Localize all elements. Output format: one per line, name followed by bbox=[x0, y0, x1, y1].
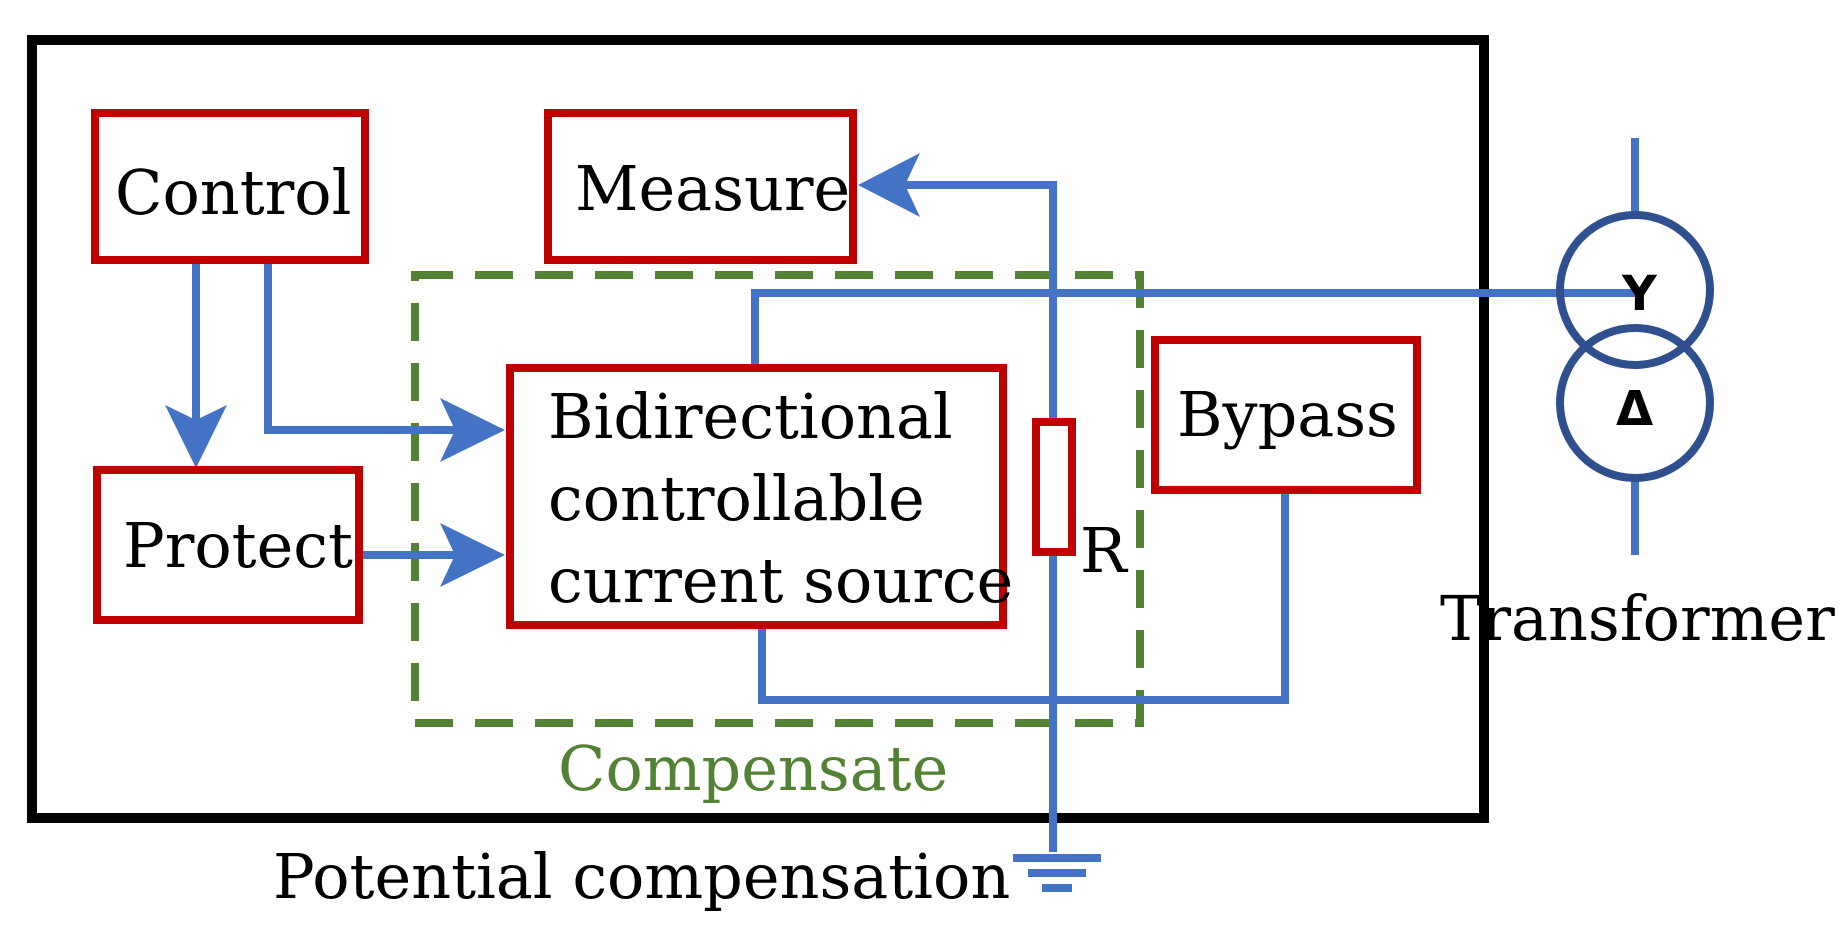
compensate-group-border bbox=[411, 271, 1144, 727]
arrowhead-control-to-source bbox=[440, 398, 505, 462]
measure-block bbox=[544, 109, 857, 264]
bypass-block bbox=[1151, 336, 1421, 494]
wire-control-to-source bbox=[264, 264, 460, 434]
protect-block bbox=[93, 466, 363, 624]
transformer-wye-winding bbox=[1556, 211, 1714, 369]
wye-symbol: Y bbox=[1621, 266, 1658, 322]
protect-label: Protect bbox=[123, 509, 353, 582]
current-source-label-line1: Bidirectional bbox=[548, 380, 953, 453]
bypass-label: Bypass bbox=[1177, 378, 1398, 451]
resistor-label: R bbox=[1080, 514, 1129, 587]
control-label: Control bbox=[115, 156, 351, 229]
compensate-label: Compensate bbox=[558, 732, 948, 805]
wires bbox=[165, 138, 1639, 852]
arrowhead-to-measure bbox=[858, 153, 920, 217]
transformer-delta-winding bbox=[1556, 324, 1714, 482]
resistor-symbol bbox=[1032, 418, 1076, 556]
arrowhead-control-to-protect bbox=[165, 405, 227, 468]
current-source-label-line2: controllable bbox=[548, 462, 925, 535]
arrowhead-protect-to-source bbox=[440, 523, 505, 587]
wire-source-to-bypass bbox=[758, 493, 1289, 704]
wire-source-to-transformer bbox=[751, 289, 1635, 368]
current-source-block bbox=[506, 364, 1007, 629]
system-frame bbox=[27, 35, 1489, 823]
current-source-label-line3: current source bbox=[548, 544, 1013, 617]
potential-compensation-label: Potential compensation bbox=[273, 840, 1010, 913]
control-block bbox=[91, 109, 369, 264]
wire-measure-feed bbox=[900, 181, 1057, 420]
transformer-icon bbox=[1556, 211, 1714, 482]
delta-symbol: Δ bbox=[1616, 381, 1653, 437]
measure-label: Measure bbox=[575, 152, 850, 225]
ground-icon bbox=[1013, 854, 1101, 892]
transformer-label: Transformer bbox=[1440, 582, 1835, 655]
